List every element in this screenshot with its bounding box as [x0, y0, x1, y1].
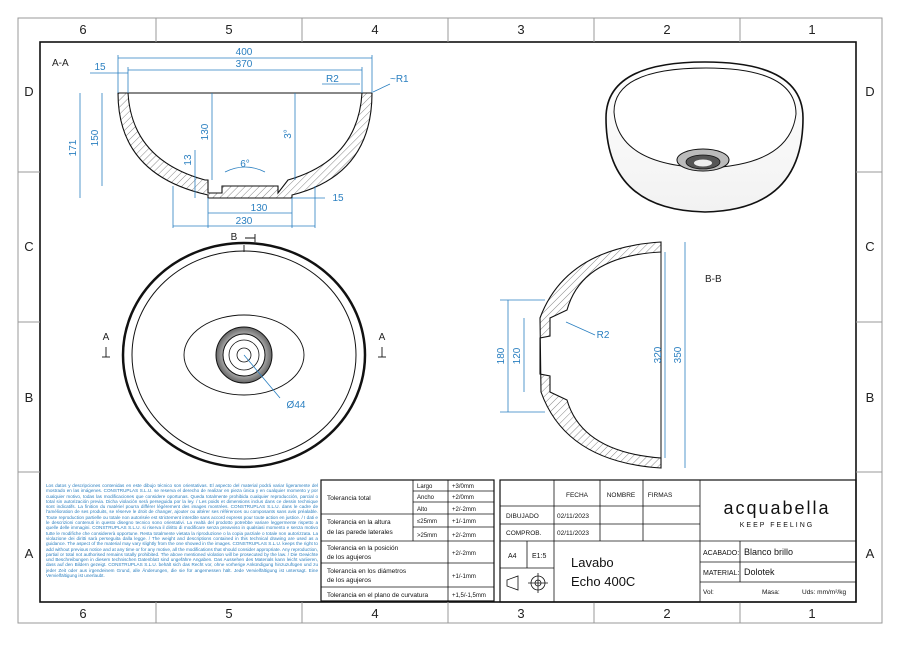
- section-a-a-label: A-A: [52, 58, 69, 69]
- tol-diam-label-2: de los agujeros: [327, 577, 372, 584]
- dim-15-bottom: 15: [332, 193, 344, 204]
- section-a-a: A-A 400 370 15 R2 ~R1 171 150 130 3° 13 …: [52, 47, 409, 243]
- perspective-view: [605, 61, 804, 213]
- drawing-frame: 6 5 4 3 2 1 6 5 4 3 2 1 D C B A D C B A: [17, 17, 883, 624]
- brand-tagline: KEEP FEELING: [740, 522, 814, 529]
- dim-6deg: 6°: [240, 159, 250, 170]
- col-label-4: 4: [371, 22, 378, 37]
- brand-logo: acquabella: [723, 498, 830, 518]
- tol-total-label: Tolerancia total: [327, 495, 371, 502]
- col-label-5-bottom: 5: [225, 606, 232, 621]
- tol-largo: Largo: [417, 484, 433, 490]
- col-label-3: 3: [517, 22, 524, 37]
- tb-scale: E1:5: [532, 553, 547, 560]
- tol-curv-label: Tolerancia en el plano de curvatura: [327, 592, 429, 599]
- tol-diam-label-1: Tolerancia en los diámetros: [327, 568, 407, 575]
- dim-r2-top: R2: [326, 74, 339, 85]
- col-label-6-bottom: 6: [79, 606, 86, 621]
- title-block: FECHA NOMBRE FIRMAS DIBUJADO 02/11/2023 …: [499, 479, 857, 603]
- dim-d44: Ø44: [287, 400, 306, 411]
- tol-le25: ≤25mm: [417, 519, 437, 525]
- tol-le25-value: +1/-1mm: [452, 519, 476, 525]
- row-label-d: D: [24, 84, 33, 99]
- tol-alto-value: +2/-2mm: [452, 507, 476, 513]
- dim-230: 230: [236, 216, 253, 227]
- col-label-1: 1: [808, 22, 815, 37]
- tol-gt25: >25mm: [417, 533, 437, 539]
- tb-product-line1: Lavabo: [571, 555, 614, 570]
- row-label-c-right: C: [865, 239, 874, 254]
- dim-120: 120: [512, 347, 523, 364]
- dim-180: 180: [496, 347, 507, 364]
- dim-r2-side: R2: [597, 330, 610, 341]
- section-a-marker-left: A: [103, 332, 110, 343]
- tb-material-value: Dolotek: [744, 567, 775, 577]
- dim-15-top: 15: [94, 62, 106, 73]
- section-b-marker: B: [231, 232, 238, 243]
- dim-r1: ~R1: [390, 74, 409, 85]
- tb-masa-label: Masa:: [762, 589, 780, 596]
- tb-dibujado: DIBUJADO: [506, 513, 539, 520]
- dim-320: 320: [653, 346, 664, 363]
- dim-130: 130: [200, 123, 211, 140]
- col-label-2-bottom: 2: [663, 606, 670, 621]
- dim-171: 171: [68, 139, 79, 156]
- tol-gt25-value: +2/-2mm: [452, 533, 476, 539]
- tb-acabado-value: Blanco brillo: [744, 547, 793, 557]
- section-b-b-label: B-B: [705, 274, 722, 285]
- row-label-b: B: [25, 390, 34, 405]
- dim-130-bottom: 130: [251, 203, 268, 214]
- tb-nombre: NOMBRE: [607, 492, 636, 499]
- plan-view: Ø44 A A: [102, 241, 386, 469]
- tol-pos-label-2: de los agujeros: [327, 554, 372, 561]
- section-a-marker-right: A: [379, 332, 386, 343]
- tb-fecha: FECHA: [566, 492, 589, 499]
- tol-ancho: Ancho: [417, 495, 435, 501]
- tb-paper-size: A4: [508, 553, 517, 560]
- tol-largo-value: +3/0mm: [452, 484, 474, 490]
- tb-firmas: FIRMAS: [648, 492, 673, 499]
- tol-ancho-value: +2/0mm: [452, 495, 474, 501]
- disclaimer-text: Los datos y descripciones contenidas en …: [46, 483, 318, 579]
- tol-walls-label-1: Tolerancia en la altura: [327, 519, 391, 526]
- col-label-2: 2: [663, 22, 670, 37]
- tol-pos-label-1: Tolerancia en la posición: [327, 545, 399, 552]
- tb-product-line2: Echo 400C: [571, 574, 635, 589]
- row-label-c: C: [24, 239, 33, 254]
- col-label-1-bottom: 1: [808, 606, 815, 621]
- section-b-b: B-B 320 350 180 120 R2: [496, 241, 722, 469]
- col-label-5: 5: [225, 22, 232, 37]
- row-label-b-right: B: [866, 390, 875, 405]
- row-label-d-right: D: [865, 84, 874, 99]
- dim-150: 150: [90, 129, 101, 146]
- tb-vol-label: Vol:: [703, 589, 714, 596]
- dim-3deg: 3°: [283, 129, 294, 139]
- row-label-a-right: A: [866, 546, 875, 561]
- tb-material-label: MATERIAL:: [703, 570, 739, 577]
- dim-370: 370: [236, 59, 253, 70]
- tol-walls-label-2: de las parede laterales: [327, 529, 394, 536]
- col-label-4-bottom: 4: [371, 606, 378, 621]
- projection-symbol-icon: [506, 573, 548, 593]
- tb-uds-label: Uds: mm/m²/kg: [802, 589, 846, 596]
- col-label-6: 6: [79, 22, 86, 37]
- tb-comprob: COMPROB.: [506, 530, 542, 537]
- col-label-3-bottom: 3: [517, 606, 524, 621]
- dim-400: 400: [236, 47, 253, 58]
- tol-alto: Alto: [417, 507, 428, 513]
- dim-350: 350: [673, 346, 684, 363]
- tb-acabado-label: ACABADO:: [703, 550, 739, 557]
- tol-curv-value: +1,5/-1,5mm: [452, 593, 486, 599]
- dim-13: 13: [183, 154, 194, 166]
- tol-pos-value: +2/-2mm: [452, 551, 476, 557]
- tol-diam-value: +1/-1mm: [452, 574, 476, 580]
- row-label-a: A: [25, 546, 34, 561]
- tb-dibujado-fecha: 02/11/2023: [557, 513, 589, 520]
- bowl-section-shell: [117, 92, 373, 199]
- tolerance-table: Tolerancia total Largo +3/0mm Ancho +2/0…: [320, 479, 495, 602]
- side-section-shell: [539, 241, 662, 469]
- tb-comprob-fecha: 02/11/2023: [557, 530, 589, 537]
